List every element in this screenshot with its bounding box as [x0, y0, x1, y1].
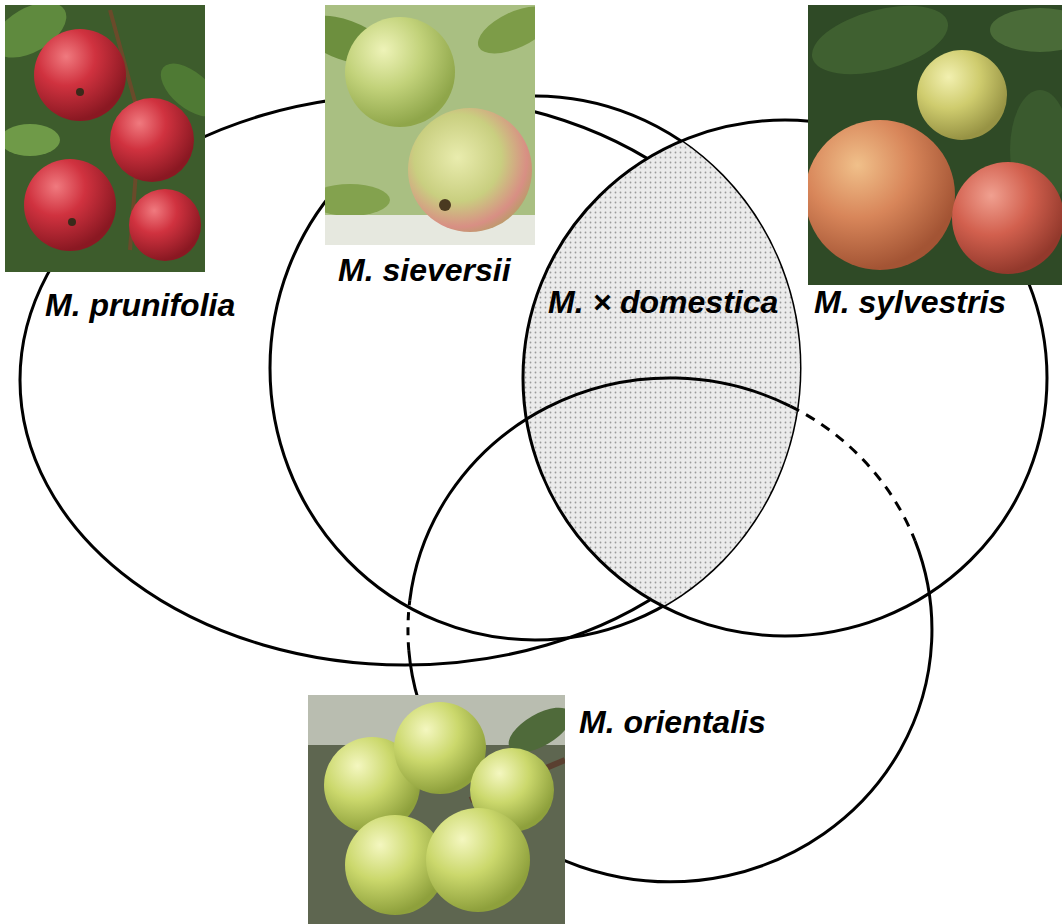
species-label: M. sieversii	[338, 252, 511, 289]
species-label: M. × domestica	[548, 284, 778, 321]
species-label: M. prunifolia	[45, 287, 235, 324]
orientalis-photo	[308, 695, 565, 924]
species-label: M. orientalis	[579, 704, 766, 741]
species-label: M. sylvestris	[814, 284, 1006, 321]
sieversii-photo	[325, 5, 535, 245]
dashed-outline	[790, 406, 915, 541]
ellipse-outline	[410, 378, 790, 600]
prunifolia-photo	[5, 5, 205, 272]
sylvestris-photo	[808, 5, 1062, 285]
dashed-outline	[408, 600, 410, 650]
